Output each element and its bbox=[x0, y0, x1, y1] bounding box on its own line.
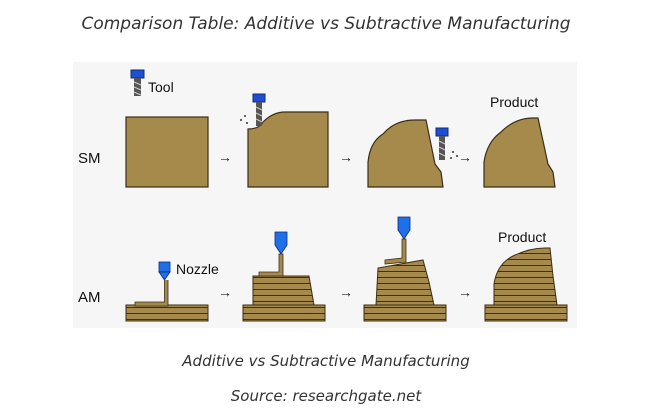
am-nozzle-3-icon bbox=[384, 216, 411, 265]
am-base-2 bbox=[242, 304, 326, 322]
am-product bbox=[493, 247, 558, 306]
am-layers-3 bbox=[375, 259, 435, 306]
sm-product-label: Product bbox=[490, 94, 538, 110]
arrow-sm-1: → bbox=[218, 149, 232, 165]
arrow-am-1: → bbox=[218, 284, 232, 300]
row-label-sm: SM bbox=[78, 150, 101, 167]
am-base-4 bbox=[484, 304, 568, 322]
sm-raw-block bbox=[125, 116, 209, 188]
sm-cutting-tool-icon bbox=[240, 93, 266, 126]
tool-label: Tool bbox=[148, 79, 174, 95]
am-base-1 bbox=[125, 304, 209, 322]
sm-shaping-block bbox=[367, 119, 444, 188]
am-nozzle-1-icon bbox=[134, 261, 171, 307]
am-base-3 bbox=[363, 304, 447, 322]
am-product-label: Product bbox=[498, 229, 546, 245]
am-layers-2 bbox=[252, 275, 315, 306]
arrow-sm-2: → bbox=[339, 149, 353, 165]
figure-caption: Additive vs Subtractive Manufacturing bbox=[182, 352, 470, 370]
sm-shaping-tool-icon bbox=[435, 127, 458, 160]
manufacturing-diagram: SM Tool → → → Product AM bbox=[73, 62, 577, 328]
sm-product bbox=[483, 117, 556, 188]
sm-cutting-block bbox=[247, 111, 329, 188]
arrow-am-3: → bbox=[458, 284, 472, 300]
nozzle-label: Nozzle bbox=[176, 261, 219, 277]
arrow-sm-3: → bbox=[458, 149, 472, 165]
am-nozzle-2-icon bbox=[258, 231, 288, 277]
page-title: Comparison Table: Additive vs Subtractiv… bbox=[81, 14, 571, 34]
tool-legend-icon bbox=[130, 69, 145, 96]
figure-background bbox=[73, 62, 577, 328]
figure-source: Source: researchgate.net bbox=[230, 387, 422, 405]
row-label-am: AM bbox=[78, 289, 101, 306]
arrow-am-2: → bbox=[339, 284, 353, 300]
